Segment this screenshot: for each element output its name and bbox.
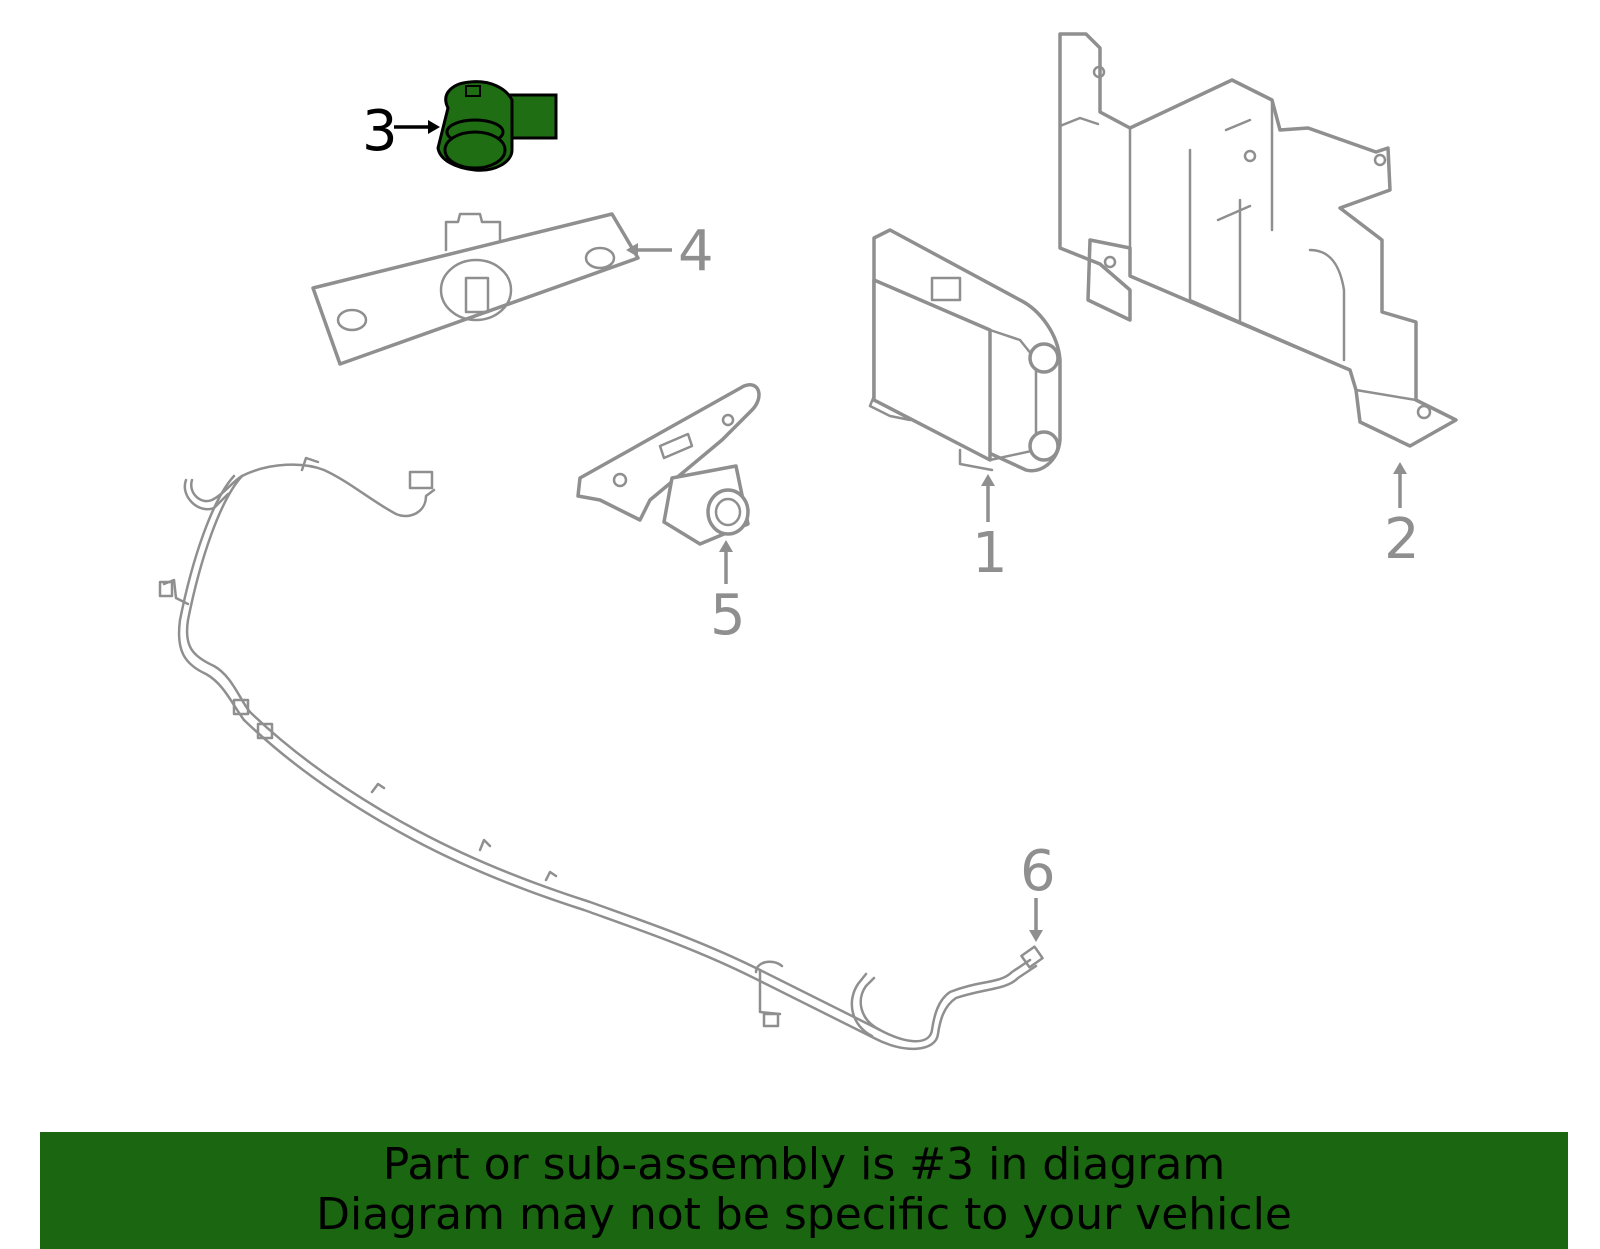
callout-4-label: 4 [678,219,714,284]
part-1-control-module[interactable] [868,228,1062,473]
callout-6-arrowhead [1029,930,1043,942]
disclaimer-banner: Part or sub-assembly is #3 in diagram Di… [40,1132,1568,1249]
part-5-camera[interactable] [576,383,761,546]
callout-3-label: 3 [362,99,398,164]
banner-line-2: Diagram may not be specific to your vehi… [316,1189,1292,1240]
callout-1-label: 1 [972,521,1008,586]
callout-2-label: 2 [1384,507,1420,572]
callout-5-arrowhead [719,540,733,552]
callout-3-arrowhead [428,120,440,134]
callout-5-label: 5 [710,583,746,648]
part-4-sensor-bracket[interactable] [311,212,640,366]
callout-2-arrowhead [1393,462,1407,474]
callout-1-arrowhead [981,474,995,486]
part-6-wiring-harness[interactable] [158,456,1044,1050]
part-3-parking-sensor[interactable] [436,80,558,172]
callout-4-arrowhead [626,243,638,257]
part-2-mounting-bracket[interactable] [1058,32,1458,448]
banner-line-1: Part or sub-assembly is #3 in diagram [382,1139,1226,1190]
callout-6-label: 6 [1020,839,1056,904]
